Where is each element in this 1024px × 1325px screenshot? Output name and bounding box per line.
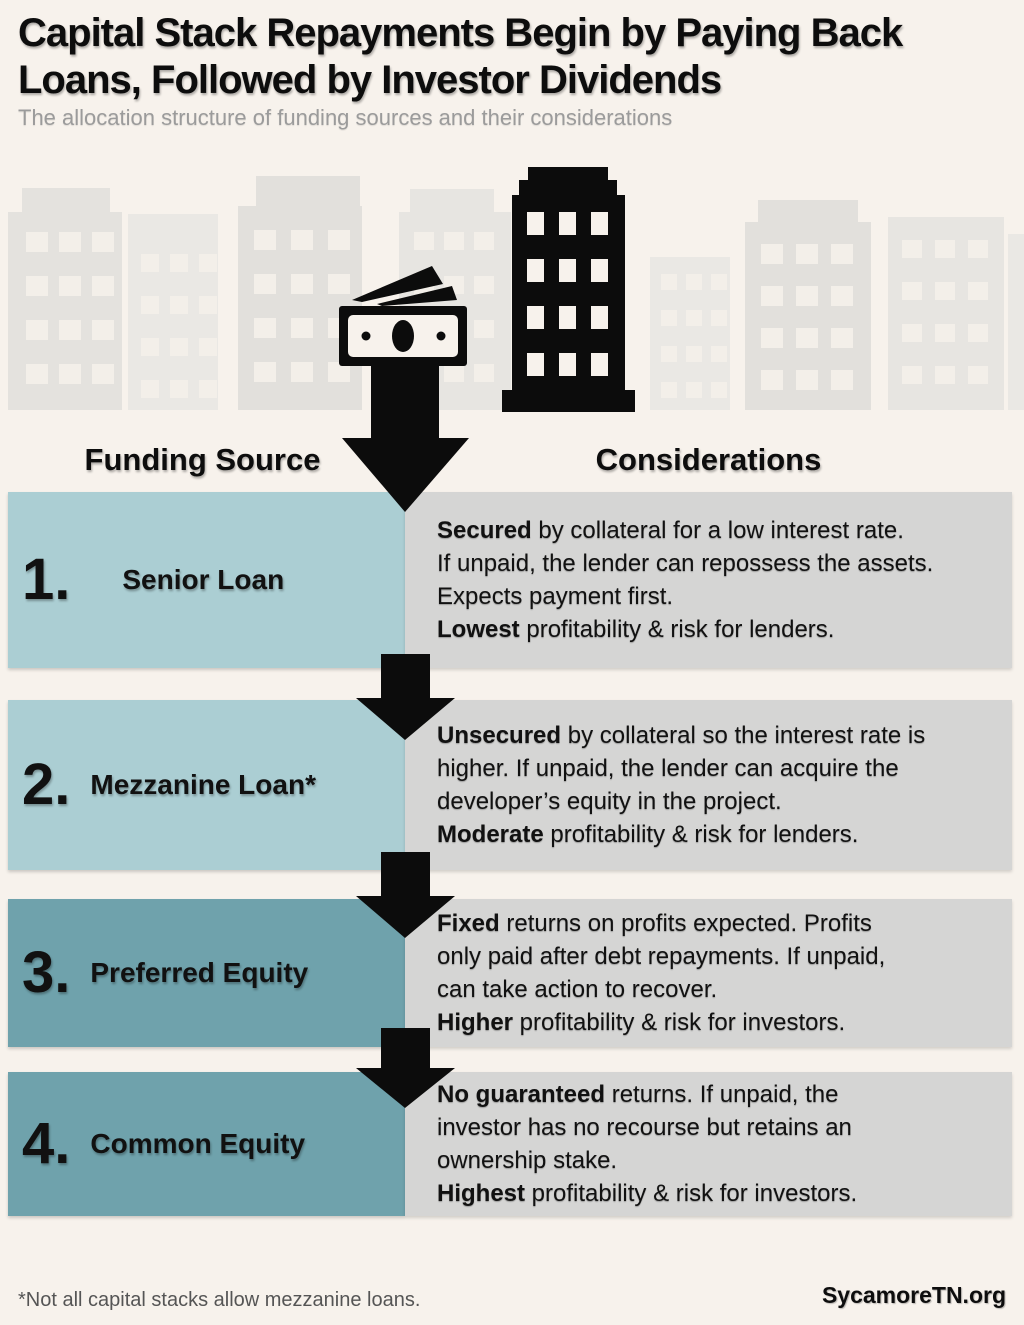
brand-name: SycamoreTN.org — [821, 1282, 1006, 1308]
consideration-segment: Highest profitability & risk for investo… — [437, 1180, 858, 1207]
row-label: Mezzanine Loan* — [90, 769, 316, 800]
considerations-box: Fixed returns on profits expected. Profi… — [405, 899, 1012, 1047]
page-title: Capital Stack Repayments Begin by Paying… — [18, 11, 903, 102]
column-header-funding-source: Funding Source — [84, 442, 321, 477]
black-building-windows — [527, 212, 608, 376]
consideration-segment: Moderate profitability & risk for lender… — [437, 821, 859, 848]
funding-box-senior-loan: 1. Senior Loan — [8, 492, 405, 668]
consideration-segment: Unsecured by collateral so the interest … — [437, 722, 926, 815]
footnote: *Not all capital stacks allow mezzanine … — [18, 1289, 421, 1311]
funding-box-common-equity: 4. Common Equity — [8, 1072, 405, 1216]
capital-stack-row: 3. Preferred Equity Fixed returns on pro… — [8, 899, 1012, 1047]
consideration-segment: Fixed returns on profits expected. Profi… — [437, 910, 886, 1003]
consideration-segment: Lowest profitability & risk for lenders. — [437, 616, 835, 643]
row-number: 4. — [22, 1111, 71, 1176]
building-windows — [26, 230, 988, 398]
considerations-box: Secured by collateral for a low interest… — [405, 492, 1012, 668]
capital-stack-row: 4. Common Equity No guaranteed returns. … — [8, 1072, 1012, 1216]
row-number: 1. — [22, 547, 71, 612]
row-number: 2. — [22, 752, 71, 817]
row-label: Common Equity — [90, 1128, 306, 1159]
funding-box-preferred-equity: 3. Preferred Equity — [8, 899, 405, 1047]
consideration-segment: No guaranteed returns. If unpaid, the in… — [437, 1081, 852, 1174]
row-number: 3. — [22, 940, 71, 1005]
capital-stack-row: 1. Senior Loan Secured by collateral for… — [8, 492, 1012, 668]
row-label: Senior Loan — [122, 564, 285, 595]
capital-stack-row: 2. Mezzanine Loan* Unsecured by collater… — [8, 700, 1012, 870]
consideration-segment: Higher profitability & risk for investor… — [437, 1009, 846, 1036]
column-header-considerations: Considerations — [595, 442, 822, 477]
row-label: Preferred Equity — [90, 957, 309, 988]
considerations-box: Unsecured by collateral so the interest … — [405, 700, 1012, 870]
page-subtitle: The allocation structure of funding sour… — [18, 105, 673, 130]
consideration-segment: Secured by collateral for a low interest… — [437, 517, 934, 610]
funding-box-mezzanine-loan: 2. Mezzanine Loan* — [8, 700, 405, 870]
city-skyline-icon — [8, 167, 1024, 412]
considerations-box: No guaranteed returns. If unpaid, the in… — [405, 1072, 1012, 1216]
